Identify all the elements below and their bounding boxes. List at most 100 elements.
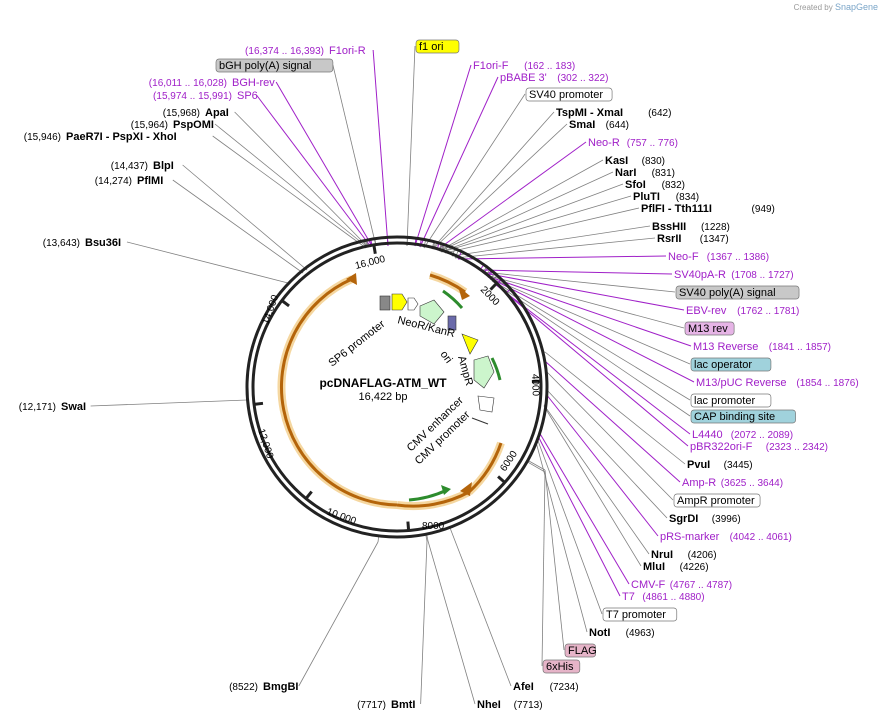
label-pos-m13-reverse: (1841 .. 1857)	[769, 342, 831, 353]
leader-sgrdi	[546, 389, 668, 519]
label-text-t7-promoter: T7 promoter	[606, 609, 666, 621]
backbone-outer	[245, 235, 549, 539]
label-text-neo-f: Neo-F	[668, 251, 699, 263]
label-text-nrui: NruI	[651, 549, 673, 561]
label-text-m13-reverse: M13 Reverse	[693, 341, 758, 353]
label-bmgbi: BmgBI(8522)	[229, 681, 298, 693]
leader-flag	[544, 469, 565, 651]
label-sgrdi: SgrDI(3996)	[669, 513, 741, 525]
leader-m13-reverse	[486, 275, 692, 347]
f1-ori-arrow	[391, 293, 408, 311]
leader-sv40-promoter	[423, 93, 526, 249]
label-paer7i: PaeR7I - PspXI - XhoI(15,946)	[24, 131, 177, 143]
feature-label-ori: ori	[438, 349, 455, 366]
label-pos-pspomi: (15,964)	[131, 120, 168, 131]
label-prs-marker: pRS-marker(4042 .. 4061)	[660, 531, 792, 543]
label-pos-afei: (7234)	[550, 682, 579, 693]
tick-mark-2	[497, 475, 506, 483]
cmv-enhancer-arrow	[477, 395, 495, 413]
leader-noti	[535, 441, 588, 633]
label-pos-nrui: (4206)	[688, 550, 717, 561]
label-text-apai: ApaI	[205, 107, 229, 119]
label-pspomi: PspOMI(15,964)	[131, 119, 214, 131]
label-pos-sp6: (15,974 .. 15,991)	[153, 91, 232, 102]
label-pflmi: PflMI(14,274)	[95, 175, 164, 187]
leader-ampr-promoter	[546, 371, 674, 501]
label-pos-bsshii: (1228)	[701, 222, 730, 233]
label-pos-tspmi: (642)	[648, 108, 671, 119]
label-text-cmv-f: CMV-F	[631, 579, 666, 591]
label-text-swai: SwaI	[61, 401, 86, 413]
label-pos-pbabe3: (302 .. 322)	[557, 73, 608, 84]
label-pos-t7: (4861 .. 4880)	[642, 592, 704, 603]
leader-m13-rev-box	[485, 274, 685, 329]
label-text-noti: NotI	[589, 627, 610, 639]
label-noti: NotI(4963)	[589, 627, 655, 639]
leader-pspomi	[214, 123, 368, 248]
label-text-bmgbi: BmgBI	[263, 681, 298, 693]
label-pos-apai: (15,968)	[163, 108, 200, 119]
label-pos-pvui: (3445)	[724, 460, 753, 471]
tick-mark-3	[406, 521, 411, 530]
tick-label-1: 4000	[529, 374, 541, 397]
leader-l4440	[495, 284, 691, 435]
label-text-f1ori-f: F1ori-F	[473, 60, 509, 72]
label-pos-pluti: (834)	[676, 192, 699, 203]
label-pos-swai: (12,171)	[19, 402, 56, 413]
label-pos-cmv-f: (4767 .. 4787)	[670, 580, 732, 591]
tick-mark-6	[281, 299, 290, 308]
label-text-afei: AfeI	[513, 681, 534, 693]
label-text-pbr322ori-f: pBR322ori-F	[690, 441, 753, 453]
tick-label-4: 10,000	[325, 506, 358, 527]
sv40-polya-block	[447, 315, 457, 331]
label-smai: SmaI(644)	[569, 119, 629, 131]
label-6xhis: 6xHis	[542, 659, 581, 674]
label-text-ebv-rev: EBV-rev	[686, 305, 727, 317]
label-pos-pflmi: (14,274)	[95, 176, 132, 187]
stub-6xhis	[526, 461, 546, 473]
label-apai: ApaI (15,968)	[163, 107, 229, 119]
label-f1-ori: f1 ori	[415, 39, 460, 54]
label-pos-kasi: (830)	[642, 156, 665, 167]
label-text-ampr-promoter: AmpR promoter	[677, 495, 755, 507]
leader-paer7i	[212, 135, 367, 249]
leader-cap-binding-site	[491, 280, 691, 417]
leader-t7	[537, 435, 621, 597]
label-rsrii: RsrII(1347)	[657, 233, 729, 245]
label-ebv-rev: EBV-rev (1762 .. 1781)	[686, 305, 799, 317]
label-box-flag	[564, 643, 596, 658]
label-ampr-promoter: AmpR promoter	[673, 493, 761, 508]
label-pos-sv40pa-r: (1708 .. 1727)	[731, 270, 793, 281]
label-text-pvui: PvuI	[687, 459, 710, 471]
label-pos-ebv-rev: (1762 .. 1781)	[737, 306, 799, 317]
leader-apai	[234, 111, 369, 248]
label-afei: AfeI (7234)	[513, 681, 579, 693]
label-text-m13-rev-box: M13 rev	[688, 323, 728, 335]
label-text-m13-puc-reverse: M13/pUC Reverse	[696, 377, 786, 389]
label-pos-smai: (644)	[606, 120, 629, 131]
label-bgh-polya: bGH poly(A) signal	[215, 58, 334, 73]
label-pos-bgh-rev: (16,011 .. 16,028)	[149, 78, 227, 89]
tick-mark-4	[305, 490, 313, 499]
label-pflfi: PflFI - Tth111I(949)	[641, 203, 775, 215]
label-pluti: PluTI(834)	[633, 191, 699, 203]
label-sfoi: SfoI(832)	[625, 179, 685, 191]
label-m13-puc-reverse: M13/pUC Reverse(1854 .. 1876)	[696, 377, 859, 389]
label-text-rsrii: RsrII	[657, 233, 681, 245]
credit-created-by: Created by	[793, 3, 833, 12]
label-text-l4440: L4440	[692, 429, 723, 441]
label-l4440: L4440(2072 .. 2089)	[692, 429, 793, 441]
green-arc-1	[442, 289, 464, 309]
tick-label-3: 8000	[422, 521, 445, 532]
label-pos-amp-r: (3625 .. 3644)	[721, 478, 783, 489]
label-text-lac-operator: lac operator	[694, 359, 752, 371]
leader-pluti	[441, 195, 632, 253]
leader-afei	[451, 532, 512, 687]
label-box-sv40-polya	[675, 285, 800, 300]
green-arrow-3	[441, 485, 451, 495]
ori-arrow	[461, 333, 479, 355]
leader-rsrii	[454, 237, 656, 259]
label-pvui: PvuI (3445)	[687, 459, 753, 471]
